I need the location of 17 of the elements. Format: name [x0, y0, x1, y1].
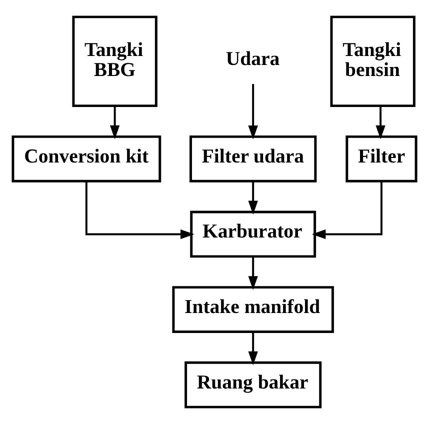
node-text: Udara	[226, 48, 280, 70]
arrow	[376, 106, 386, 140]
arrow	[312, 182, 382, 240]
arrow	[110, 106, 120, 140]
node-box: Tangki BBG	[72, 16, 158, 108]
arrow	[248, 84, 258, 140]
arrow	[248, 256, 258, 290]
arrow	[85, 182, 194, 240]
node-box: Karburator	[190, 210, 316, 258]
arrow	[248, 182, 258, 215]
node-box: Ruang bakar	[184, 361, 322, 408]
arrow	[248, 332, 258, 366]
node-box: Filter udara	[190, 135, 317, 182]
node-box: Conversion kit	[12, 135, 162, 182]
node-box: Intake manifold	[172, 286, 334, 333]
node-box: Tangki bensin	[330, 16, 416, 108]
node-box: Filter	[346, 135, 418, 182]
